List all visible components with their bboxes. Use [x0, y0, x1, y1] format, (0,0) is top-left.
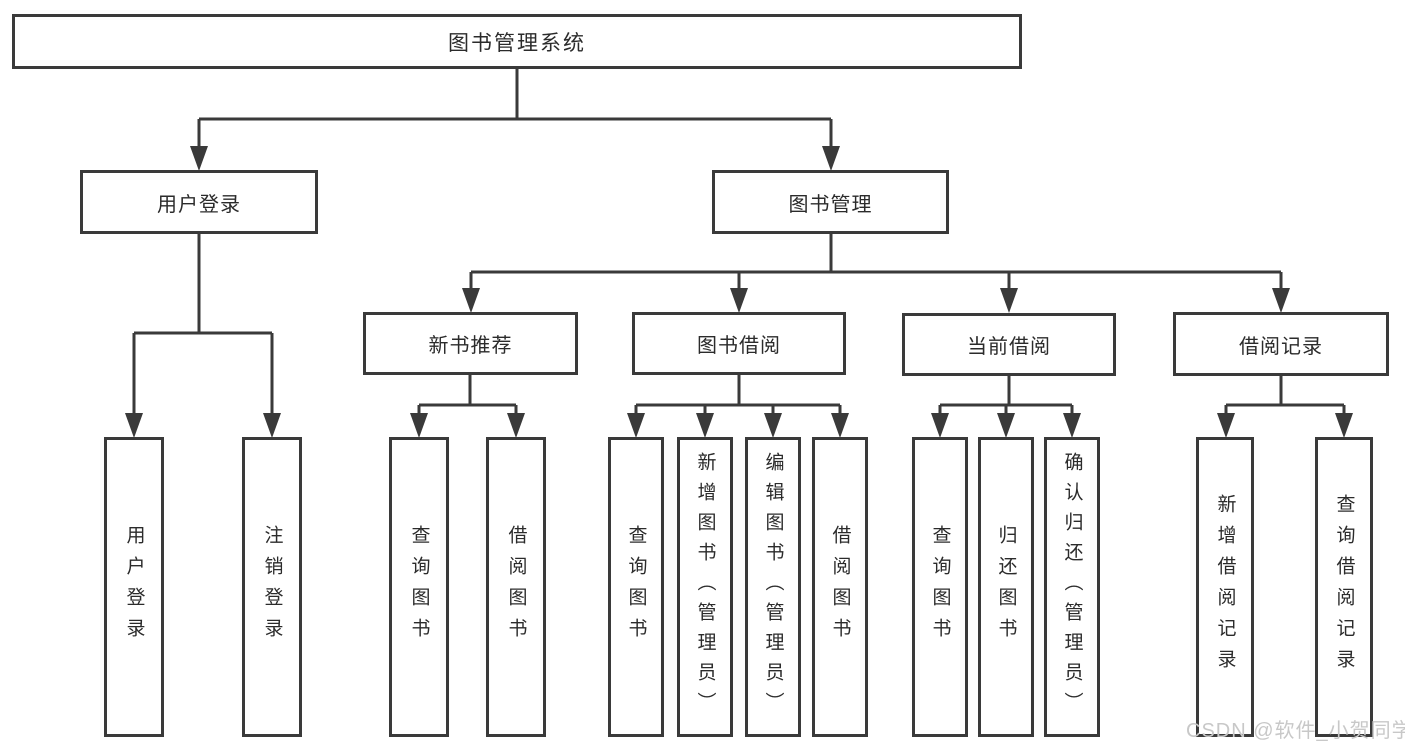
leaf-logout-login: 注销登录 — [242, 437, 302, 737]
node-borrowing-records: 借阅记录 — [1173, 312, 1389, 376]
arrowhead-icon — [125, 413, 143, 438]
leaf-edit-books-admin: 编辑图书（管理员） — [745, 437, 801, 737]
connector-path — [1224, 375, 1346, 413]
arrowhead-icon — [1272, 288, 1290, 313]
leaf-borrow-books: 借阅图书 — [486, 437, 546, 737]
leaf-confirm-return-admin: 确认归还（管理员） — [1044, 437, 1100, 737]
node-book-borrowing: 图书借阅 — [632, 312, 846, 375]
arrowhead-icon — [507, 413, 525, 438]
connector-current-borrow-to-leaves — [931, 375, 1081, 438]
leaf-query-books: 查询图书 — [912, 437, 968, 737]
arrowhead-icon — [1217, 413, 1235, 438]
arrowhead-icon — [410, 413, 428, 438]
leaf-query-borrow-record: 查询借阅记录 — [1315, 437, 1373, 737]
connector-path — [938, 375, 1074, 413]
connector-records-to-leaves — [1217, 375, 1353, 438]
connector-user-login-to-leaves — [125, 233, 281, 438]
connector-new-book-to-leaves — [410, 374, 525, 438]
node-library-management-system: 图书管理系统 — [12, 14, 1022, 69]
leaf-query-books: 查询图书 — [608, 437, 664, 737]
connector-path — [417, 374, 518, 413]
arrowhead-icon — [1063, 413, 1081, 438]
arrowhead-icon — [190, 146, 208, 171]
node-book-management: 图书管理 — [712, 170, 949, 234]
arrowhead-icon — [627, 413, 645, 438]
connector-path — [132, 233, 274, 413]
arrowhead-icon — [263, 413, 281, 438]
arrowhead-icon — [931, 413, 949, 438]
node-current-borrowing: 当前借阅 — [902, 313, 1116, 376]
arrowhead-icon — [1335, 413, 1353, 438]
node-user-login: 用户登录 — [80, 170, 318, 234]
arrowhead-icon — [822, 146, 840, 171]
connector-root-to-level2 — [190, 68, 840, 171]
leaf-borrow-books: 借阅图书 — [812, 437, 868, 737]
arrowhead-icon — [831, 413, 849, 438]
csdn-watermark: CSDN @软件_小贺同学 — [1186, 720, 1405, 742]
arrowhead-icon — [1000, 288, 1018, 313]
arrowhead-icon — [764, 413, 782, 438]
connector-path — [197, 68, 833, 146]
leaf-user-login: 用户登录 — [104, 437, 164, 737]
node-new-book-recommend: 新书推荐 — [363, 312, 578, 375]
leaf-return-books: 归还图书 — [978, 437, 1034, 737]
connector-book-mgmt-to-level3 — [462, 233, 1290, 313]
arrowhead-icon — [696, 413, 714, 438]
connector-book-borrow-to-leaves — [627, 374, 849, 438]
connector-path — [469, 233, 1283, 290]
leaf-query-books: 查询图书 — [389, 437, 449, 737]
leaf-add-books-admin: 新增图书（管理员） — [677, 437, 733, 737]
connector-path — [634, 374, 842, 413]
arrowhead-icon — [730, 288, 748, 313]
arrowhead-icon — [997, 413, 1015, 438]
leaf-add-borrow-record: 新增借阅记录 — [1196, 437, 1254, 737]
arrowhead-icon — [462, 288, 480, 313]
